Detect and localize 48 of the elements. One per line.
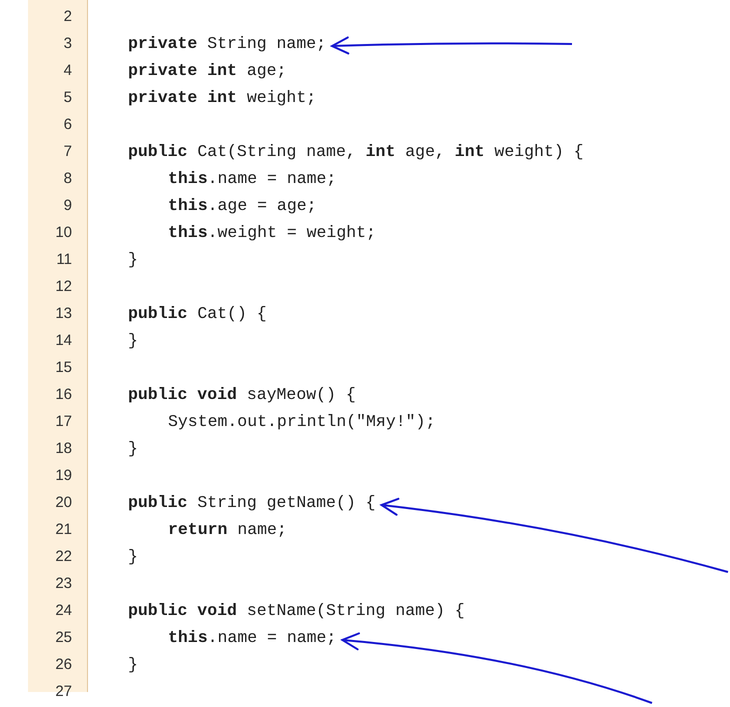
code-line: public String getName() { [128,493,376,513]
line-number: 23 [54,574,72,594]
line-number: 15 [54,358,72,378]
code-line: return name; [168,520,287,540]
line-number: 22 [54,547,72,567]
code-line: System.out.println("Мяу!"); [168,412,436,432]
arrow [380,498,728,573]
line-number: 6 [62,115,72,135]
code-line: private int age; [128,61,286,81]
code-line: this.name = name; [168,628,336,648]
line-number: 9 [62,196,72,216]
code-line: this.age = age; [168,196,317,216]
line-number: 17 [54,412,72,432]
line-number: 7 [62,142,72,162]
line-number: 5 [62,88,72,108]
line-number: 14 [54,331,72,351]
line-number: 20 [54,493,72,513]
line-number: 19 [54,466,72,486]
line-number: 24 [54,601,72,621]
line-number: 27 [54,682,72,702]
line-number: 4 [62,61,72,81]
line-number: 13 [54,304,72,324]
line-number: 25 [54,628,72,648]
line-number: 18 [54,439,72,459]
code-line: public void setName(String name) { [128,601,465,621]
code-line: this.name = name; [168,169,336,189]
code-line: public Cat() { [128,304,267,324]
line-number: 26 [54,655,72,675]
code-line: this.weight = weight; [168,223,376,243]
line-number: 12 [54,277,72,297]
line-number: 2 [62,7,72,27]
line-number: 3 [62,34,72,54]
code-line: } [128,655,138,675]
arrow [331,36,572,54]
code-line: } [128,250,138,270]
code-line: } [128,439,138,459]
code-line: } [128,331,138,351]
code-line: public void sayMeow() { [128,385,356,405]
line-number: 8 [62,169,72,189]
line-number: 21 [54,520,72,540]
code-line: private int weight; [128,88,316,108]
arrow [341,632,652,704]
code-line: private String name; [128,34,326,54]
code-line: public Cat(String name, int age, int weight) { [128,142,584,162]
line-number: 10 [54,223,72,243]
line-number: 11 [55,250,72,270]
line-number: 16 [54,385,72,405]
code-line: } [128,547,138,567]
